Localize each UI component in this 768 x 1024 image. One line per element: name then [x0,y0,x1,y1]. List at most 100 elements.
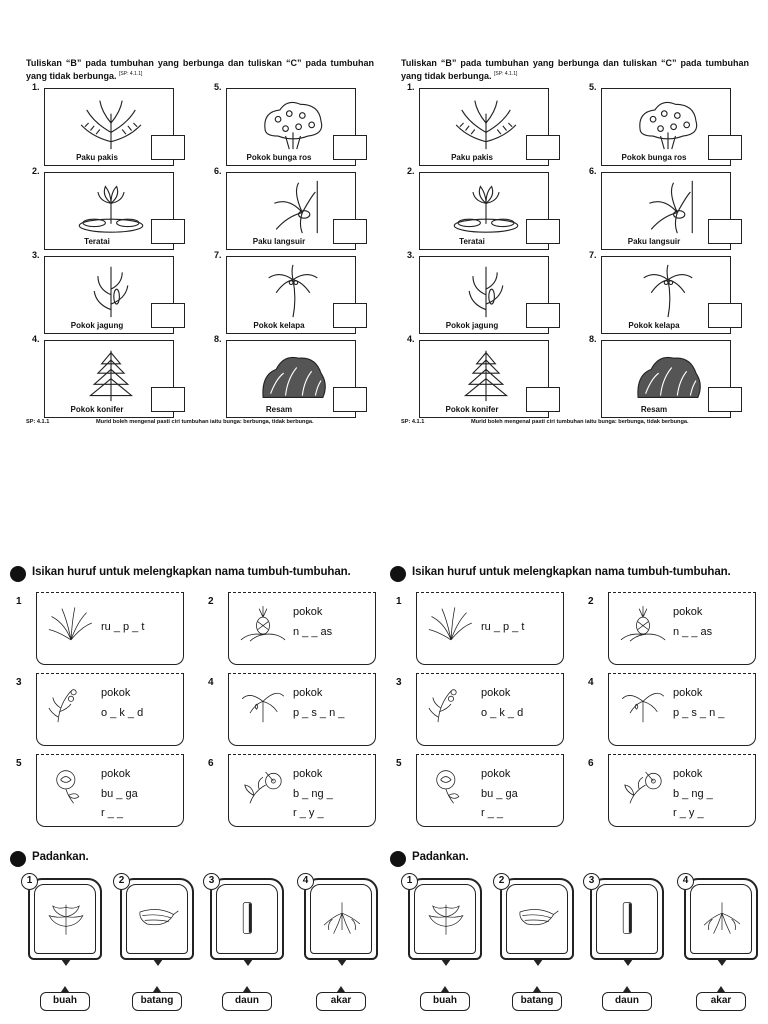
match-word[interactable]: daun [602,986,652,1011]
answer-box[interactable] [526,303,560,328]
word-blank[interactable]: n _ _ as [673,626,713,638]
answer-box[interactable] [151,387,185,412]
fill-in-box: pokok p _ s _ n _ [228,673,376,746]
answer-box[interactable] [526,387,560,412]
fill-in-box: pokok o _ k _ d [36,673,184,746]
match-picture[interactable]: 3 [583,873,664,966]
word-blank[interactable]: pokok [673,687,703,699]
answer-box[interactable] [151,303,185,328]
plant-name: Pokok jagung [445,321,499,330]
match-number: 1 [401,873,418,890]
item-number: 4. [32,334,40,344]
item-number: 5 [16,758,22,769]
match-heading: Padankan. [32,851,89,863]
word-blank[interactable]: o _ k _ d [101,707,144,719]
answer-box[interactable] [708,387,742,412]
item-number: 5. [214,82,222,92]
match-picture[interactable]: 2 [493,873,574,966]
match-word[interactable]: akar [316,986,366,1011]
instruction-body: Tuliskan “B” pada tumbuhan yang berbunga… [26,58,374,81]
match-word[interactable]: akar [696,986,746,1011]
orchid-icon [48,689,77,723]
word-blank[interactable]: r _ _ [101,807,124,819]
word-blank[interactable]: ru _ p _ t [101,621,145,633]
match-word[interactable]: batang [512,986,562,1011]
match-picture[interactable]: 2 [113,873,194,966]
match-word[interactable]: buah [40,986,90,1011]
word-blank[interactable]: pokok [673,768,703,780]
item-number: 3. [407,250,415,260]
word-blank[interactable]: pokok [481,768,511,780]
word-blank[interactable]: p _ s _ n _ [673,707,725,719]
fill-in-box: pokok n _ _ as [608,592,756,665]
plant-picture-box: Pokok konifer [44,340,185,418]
item-number: 3. [32,250,40,260]
word-blank[interactable]: pokok [293,687,323,699]
bullet-dot [10,851,26,867]
match-picture[interactable]: 4 [297,873,378,966]
answer-box[interactable] [333,303,367,328]
hibiscus-icon [624,771,662,804]
word-blank[interactable]: o _ k _ d [481,707,524,719]
answer-box[interactable] [708,135,742,160]
word-blank[interactable]: bu _ ga [101,788,138,800]
answer-box[interactable] [151,219,185,244]
word-blank[interactable]: r _ y _ [293,807,324,819]
answer-box[interactable] [526,219,560,244]
bullet-dot [10,566,26,582]
grass-icon [48,607,92,641]
word-blank[interactable]: pokok [101,687,131,699]
match-picture[interactable]: 1 [401,873,482,966]
pointer-tip [623,959,633,966]
match-picture[interactable]: 1 [21,873,102,966]
answer-box[interactable] [151,135,185,160]
item-number: 5. [589,82,597,92]
pointer-tip [61,959,71,966]
answer-box[interactable] [526,135,560,160]
answer-box[interactable] [333,135,367,160]
plant-picture-box: Paku pakis [44,88,185,166]
word-blank[interactable]: pokok [101,768,131,780]
corn-plant-icon [468,266,504,318]
match-picture[interactable]: 4 [677,873,758,966]
plant-name: Paku pakis [76,153,118,162]
staghorn-fern-icon [274,180,318,234]
word-blank[interactable]: r _ y _ [673,807,704,819]
standard-tag: [SP: 4.1.1] [494,71,518,77]
match-word[interactable]: batang [132,986,182,1011]
plant-name: Paku pakis [451,153,493,162]
fill-in-box: ru _ p _ t [416,592,564,665]
word-blank[interactable]: b _ ng _ [673,788,713,800]
word-blank[interactable]: pokok [293,606,323,618]
match-picture[interactable]: 3 [203,873,284,966]
word-blank[interactable]: pokok [293,768,323,780]
plant-picture-box: Teratai [44,172,185,250]
match-number: 3 [583,873,600,890]
answer-box[interactable] [333,387,367,412]
bullet-dot [390,851,406,867]
rose-bush-icon [264,101,323,150]
root-icon [323,902,361,934]
word-blank[interactable]: r _ _ [481,807,504,819]
word-blank[interactable]: ru _ p _ t [481,621,525,633]
word-blank[interactable]: b _ ng _ [293,788,333,800]
match-word[interactable]: buah [420,986,470,1011]
resam-fern-icon [262,356,326,398]
fill-in-box: pokok p _ s _ n _ [608,673,756,746]
pineapple-icon [620,606,666,642]
word-blank[interactable]: p _ s _ n _ [293,707,345,719]
word-blank[interactable]: pokok [481,687,511,699]
word-blank[interactable]: n _ _ as [293,626,333,638]
word-blank[interactable]: bu _ ga [481,788,518,800]
answer-box[interactable] [333,219,367,244]
plant-picture-box: Paku langsuir [226,172,367,250]
plant-picture-box: Pokok jagung [44,256,185,334]
word-blank[interactable]: pokok [673,606,703,618]
match-heading: Padankan. [412,851,469,863]
answer-box[interactable] [708,303,742,328]
match-word[interactable]: daun [222,986,272,1011]
footer-standard: SP: 4.1.1 [26,419,50,425]
hibiscus-icon [244,771,282,804]
match-number: 1 [21,873,38,890]
answer-box[interactable] [708,219,742,244]
